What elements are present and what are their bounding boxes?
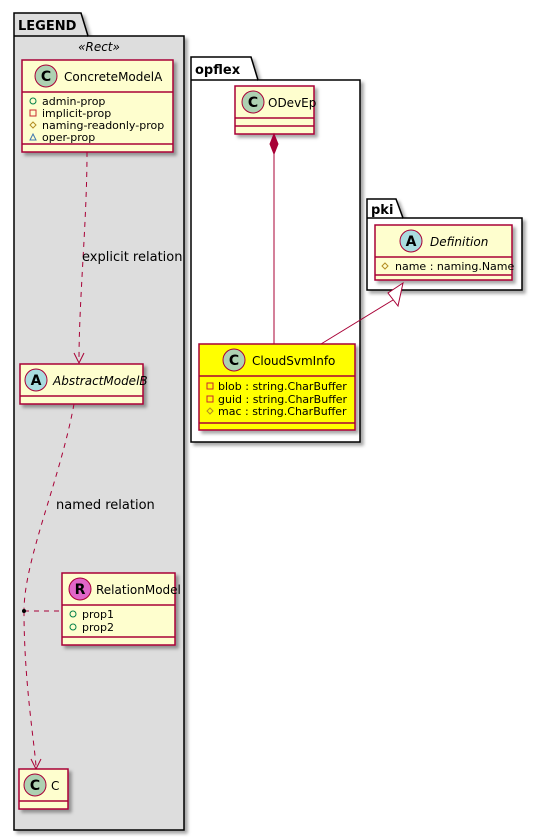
relation-named-label: named relation xyxy=(56,498,155,513)
class-c[interactable]: C C xyxy=(18,768,69,810)
class-name: Definition xyxy=(430,235,488,249)
svg-text:implicit-prop: implicit-prop xyxy=(42,107,111,120)
class-relation-model[interactable]: R RelationModel prop1 prop2 xyxy=(61,572,181,646)
relation-generalization xyxy=(320,281,404,345)
abstract-class-icon: A xyxy=(399,229,423,253)
package-legend-title: LEGEND xyxy=(18,19,77,34)
svg-text:C: C xyxy=(248,95,258,111)
class-icon: C xyxy=(241,90,265,114)
class-name: C xyxy=(51,779,59,793)
svg-text:C: C xyxy=(229,353,239,369)
generalization-arrowhead xyxy=(387,281,404,308)
attribute-prop2: prop2 xyxy=(69,621,114,634)
attribute-guid: guid : string.CharBuffer xyxy=(206,393,348,406)
class-concrete-model-a[interactable]: C ConcreteModelA admin-prop implicit-pro… xyxy=(21,59,174,153)
svg-text:name : naming.Name: name : naming.Name xyxy=(395,260,515,273)
class-name: AbstractModelB xyxy=(52,374,148,388)
svg-text:prop2: prop2 xyxy=(82,621,114,634)
attribute-implicit-prop: implicit-prop xyxy=(29,107,111,120)
relation-class-icon: R xyxy=(68,577,92,601)
svg-text:naming-readonly-prop: naming-readonly-prop xyxy=(42,119,164,132)
class-abstract-model-b[interactable]: A AbstractModelB xyxy=(19,363,148,405)
svg-text:R: R xyxy=(75,582,86,598)
class-name: ODevEp xyxy=(268,96,316,110)
svg-text:mac : string.CharBuffer: mac : string.CharBuffer xyxy=(218,405,347,418)
class-name: RelationModel xyxy=(96,583,181,597)
attribute-mac: mac : string.CharBuffer xyxy=(206,405,347,418)
class-odev-ep[interactable]: C ODevEp xyxy=(234,85,316,135)
attribute-name: name : naming.Name xyxy=(381,260,515,273)
abstract-class-icon: A xyxy=(24,368,48,392)
class-definition[interactable]: A Definition name : naming.Name xyxy=(374,224,515,281)
svg-text:guid : string.CharBuffer: guid : string.CharBuffer xyxy=(218,393,348,406)
relation-composition xyxy=(269,132,279,344)
relation-explicit: explicit relation xyxy=(73,151,182,365)
svg-text:oper-prop: oper-prop xyxy=(42,131,95,144)
attribute-oper-prop: oper-prop xyxy=(29,131,95,144)
package-opflex-title: opflex xyxy=(195,63,241,78)
svg-text:C: C xyxy=(30,778,40,794)
package-legend-stereotype: «Rect» xyxy=(78,40,120,54)
attribute-prop1: prop1 xyxy=(69,608,114,621)
class-icon: C xyxy=(23,773,47,797)
svg-text:A: A xyxy=(31,373,42,389)
attribute-admin-prop: admin-prop xyxy=(29,95,105,108)
relation-named: named relation xyxy=(22,403,155,771)
composition-diamond xyxy=(269,132,279,156)
class-cloud-svm-info[interactable]: C CloudSvmInfo blob : string.CharBuffer … xyxy=(198,343,356,431)
attribute-naming-readonly-prop: naming-readonly-prop xyxy=(29,119,164,132)
svg-text:C: C xyxy=(41,69,51,85)
svg-text:prop1: prop1 xyxy=(82,608,114,621)
package-pki-title: pki xyxy=(371,203,393,218)
relation-explicit-label: explicit relation xyxy=(82,250,182,265)
svg-text:blob : string.CharBuffer: blob : string.CharBuffer xyxy=(218,380,347,393)
class-icon: C xyxy=(34,64,58,88)
svg-text:admin-prop: admin-prop xyxy=(42,95,105,108)
svg-text:A: A xyxy=(406,234,417,250)
class-name: CloudSvmInfo xyxy=(252,354,335,368)
class-icon: C xyxy=(222,348,246,372)
attribute-blob: blob : string.CharBuffer xyxy=(206,380,347,393)
class-name: ConcreteModelA xyxy=(64,70,163,84)
